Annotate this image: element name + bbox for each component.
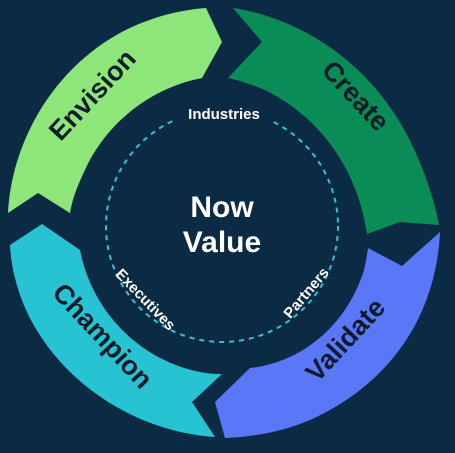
segment-create (228, 8, 439, 234)
segment-champion (10, 224, 222, 437)
segment-validate (215, 232, 440, 438)
segment-envision (8, 8, 222, 213)
industries-label-backdrop (176, 101, 272, 125)
center-label-line1: Now (190, 191, 254, 224)
dashed-ring (105, 109, 339, 343)
ring-label-industries: Industries (188, 106, 260, 123)
center-label-line2: Value (183, 226, 261, 259)
